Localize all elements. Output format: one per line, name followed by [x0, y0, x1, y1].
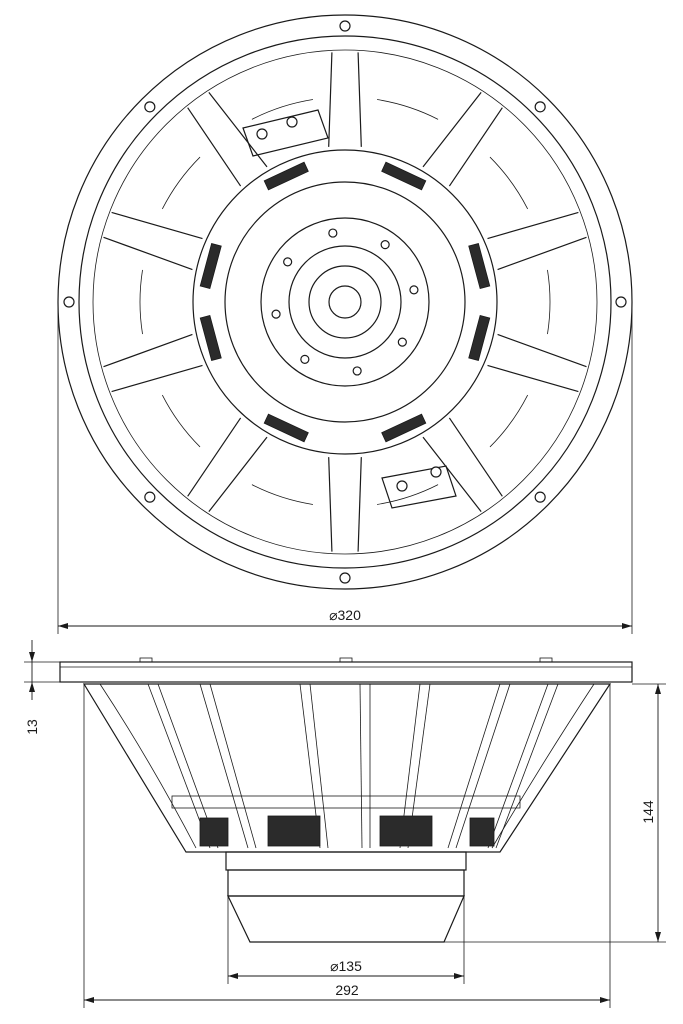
motor-bolts [271, 228, 419, 376]
basket-ledge [171, 795, 521, 809]
window-arc [377, 484, 439, 505]
mounting-hole [534, 101, 546, 113]
basket-rib [309, 683, 329, 849]
pole-piece-outer [288, 245, 402, 359]
motor-bolt [409, 285, 419, 295]
magnet-back-plate [227, 895, 465, 943]
window-arc [377, 99, 439, 120]
basket-rib [447, 683, 501, 849]
spoke-edge [497, 333, 587, 368]
dimension-total-depth: 144 [640, 800, 656, 824]
side-view [59, 657, 633, 943]
spoke-edge [103, 333, 193, 368]
vent-hole [328, 285, 362, 319]
basket-rib [455, 683, 511, 849]
vent-slot [468, 242, 491, 290]
cooling-mesh [199, 815, 495, 847]
ventilation-slots [199, 161, 491, 443]
window-arc [489, 394, 529, 448]
spoke-edge [487, 364, 579, 393]
pole-piece-inner [308, 265, 382, 339]
outer-frame-ring [57, 14, 633, 590]
spoke-edge [187, 107, 242, 187]
basket-rib [487, 683, 549, 849]
motor-bolt [380, 240, 390, 250]
flange-profile [59, 661, 633, 683]
spoke-edge [208, 436, 268, 513]
mounting-hole [339, 572, 351, 584]
spoke-edge [111, 364, 203, 393]
spoke-edge [328, 52, 333, 147]
spoke-edge [497, 236, 587, 271]
inner-frame-ring [78, 35, 612, 569]
basket-outline [82, 683, 612, 853]
top-plate [260, 217, 430, 387]
spoke-edge [357, 457, 362, 552]
dimension-flange-thickness: 13 [24, 719, 40, 735]
spoke-edge [187, 417, 242, 497]
motor-outer-plate [192, 149, 498, 455]
motor-ring [224, 181, 466, 423]
basket-rib [495, 683, 559, 849]
basket-rib [209, 683, 257, 849]
motor-bolt [352, 366, 362, 376]
front-view [57, 14, 633, 590]
basket-rib [359, 683, 363, 849]
motor-bolt [271, 309, 281, 319]
basket-rib [199, 683, 249, 849]
mounting-hole [534, 491, 546, 503]
spoke-edge [422, 91, 482, 168]
vent-slot [468, 314, 491, 362]
vent-slot [199, 242, 222, 290]
window-arc [547, 269, 551, 335]
spoke-edge [487, 211, 579, 240]
window-arc [489, 156, 529, 210]
magnet-body [227, 869, 465, 897]
spoke-edge [448, 107, 503, 187]
window-arc [139, 269, 143, 335]
terminal-block-bottom [381, 465, 457, 509]
window-arc [251, 99, 313, 120]
spoke-edge [357, 52, 362, 147]
spoke-edge [208, 91, 268, 168]
motor-bolt [328, 228, 338, 238]
motor-bolt [300, 354, 310, 364]
spoke-edge [328, 457, 333, 552]
window-arc [161, 156, 201, 210]
spoke-edge [111, 211, 203, 240]
dimension-lines: ⌀320 13 144 ⌀135 292 [24, 302, 666, 1008]
window-arc [161, 394, 201, 448]
terminal-block-top [242, 109, 329, 157]
dimension-magnet-diameter: ⌀135 [330, 958, 362, 974]
magnet-top-plate [225, 851, 467, 871]
vent-slot [199, 314, 222, 362]
motor-bolt [283, 257, 293, 267]
window-arc [251, 484, 313, 505]
dimension-frame-diameter: ⌀320 [329, 607, 361, 623]
vent-slot [263, 413, 309, 443]
mounting-hole [144, 491, 156, 503]
motor-bolt [397, 337, 407, 347]
dimension-baffle-cutout: 292 [335, 982, 359, 998]
spoke-edge [103, 236, 193, 271]
spoke-edge [422, 436, 482, 513]
mounting-hole [144, 101, 156, 113]
spoke-edge [448, 417, 503, 497]
vent-slot [381, 413, 427, 443]
mounting-holes [63, 20, 627, 584]
mounting-hole [339, 20, 351, 32]
basket-inner-edge [92, 49, 598, 555]
basket-spokes [103, 52, 587, 552]
vent-slot [263, 161, 309, 191]
mounting-hole [63, 296, 75, 308]
mounting-hole [615, 296, 627, 308]
vent-slot [381, 161, 427, 191]
